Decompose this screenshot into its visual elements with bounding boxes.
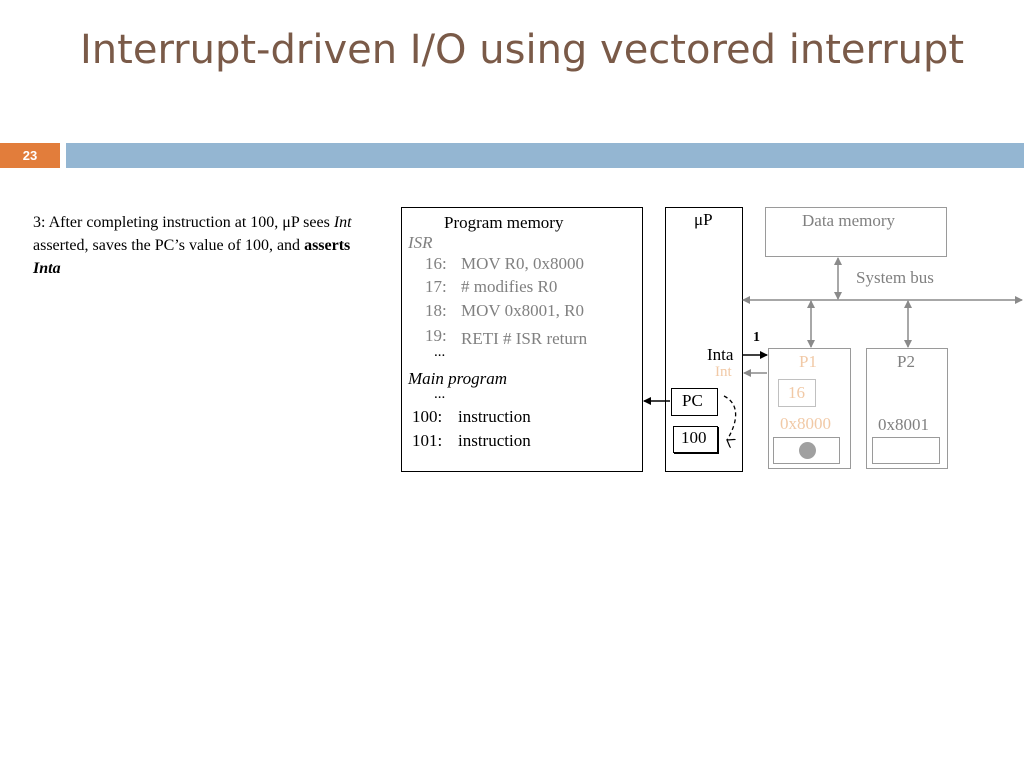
slide-title: Interrupt-driven I/O using vectored inte… xyxy=(80,27,965,73)
ellipsis-2: ... xyxy=(434,386,446,402)
data-memory-title: Data memory xyxy=(802,211,895,230)
asserts-word: asserts xyxy=(304,237,351,254)
p1-register-value: 16 xyxy=(788,383,805,402)
isr-line-19-addr: 19: xyxy=(425,326,447,345)
isr-label: ISR xyxy=(408,233,433,252)
ellipsis-1: ... xyxy=(434,344,446,360)
p2-address: 0x8001 xyxy=(878,415,929,434)
pc-register xyxy=(671,388,718,416)
p2-data-box xyxy=(872,437,940,464)
pc-save-dashed-arrow xyxy=(723,395,737,440)
pc-value-box xyxy=(673,426,718,453)
p1-address: 0x8000 xyxy=(780,414,831,433)
isr-line-17-code: # modifies R0 xyxy=(461,277,558,296)
isr-line-19-code: RETI # ISR return xyxy=(461,329,588,348)
title-accent-bar xyxy=(66,143,1024,168)
main-line-101-addr: 101: xyxy=(412,431,443,450)
inta-word: Inta xyxy=(33,260,61,277)
program-memory-box xyxy=(401,207,643,472)
p1-register-box xyxy=(778,379,816,407)
main-line-100-code: instruction xyxy=(458,407,531,426)
description-text: 3: After completing instruction at 100, … xyxy=(33,211,378,280)
pc-label: PC xyxy=(682,391,703,410)
int-label: Int xyxy=(715,364,732,380)
slide-number: 23 xyxy=(0,143,60,168)
p2-title: P2 xyxy=(897,352,915,371)
data-memory-box xyxy=(765,207,947,257)
pc-value: 100 xyxy=(681,428,707,447)
p1-title: P1 xyxy=(799,352,817,371)
main-line-101-code: instruction xyxy=(458,431,531,450)
isr-line-17-addr: 17: xyxy=(425,277,447,296)
step-text: 3: After completing instruction at 100, … xyxy=(33,214,334,231)
middle-text: asserted, saves the PC’s value of 100, a… xyxy=(33,237,305,254)
isr-line-16-addr: 16: xyxy=(425,254,447,273)
p1-status-dot xyxy=(799,442,816,459)
inta-label: Inta xyxy=(707,345,734,364)
isr-line-18-addr: 18: xyxy=(425,301,447,320)
program-memory-title: Program memory xyxy=(444,213,564,232)
isr-line-16-code: MOV R0, 0x8000 xyxy=(461,254,584,273)
main-program-label: Main program xyxy=(408,369,508,388)
system-bus-label: System bus xyxy=(856,268,934,287)
signal-value: 1 xyxy=(753,330,760,345)
int-word: Int xyxy=(333,214,352,231)
main-line-100-addr: 100: xyxy=(412,407,443,426)
microprocessor-title: μP xyxy=(694,210,713,229)
isr-line-18-code: MOV 0x8001, R0 xyxy=(461,301,584,320)
